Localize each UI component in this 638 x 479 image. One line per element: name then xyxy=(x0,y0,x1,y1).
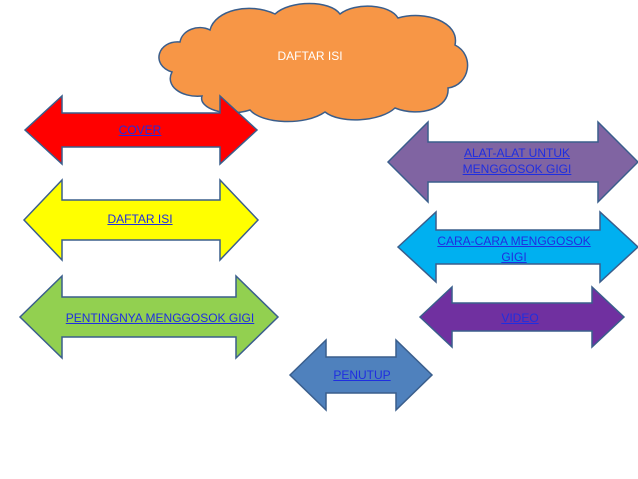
cara-arrow-shape[interactable] xyxy=(396,210,638,284)
pentingnya-arrow-shape[interactable] xyxy=(18,274,280,360)
cover-arrow-shape[interactable] xyxy=(23,94,259,166)
pentingnya-link[interactable]: PENTINGNYA MENGGOSOK GIGI xyxy=(65,311,255,325)
daftar-isi-link[interactable]: DAFTAR ISI xyxy=(107,212,173,226)
cover-link[interactable]: COVER xyxy=(118,123,162,137)
penutup-link[interactable]: PENUTUP xyxy=(333,368,391,382)
video-link[interactable]: VIDEO xyxy=(501,311,539,325)
video-arrow-shape[interactable] xyxy=(418,285,626,349)
alat-link-line1[interactable]: ALAT-ALAT UNTUK xyxy=(463,146,571,160)
alat-link-line2[interactable]: MENGGOSOK GIGI xyxy=(462,162,572,176)
alat-link[interactable]: ALAT-ALAT UNTUK MENGGOSOK GIGI xyxy=(432,145,602,177)
title-label: DAFTAR ISI xyxy=(277,49,343,63)
alat-arrow-shape[interactable] xyxy=(386,120,638,204)
title-cloud xyxy=(158,2,469,123)
cara-link-line2[interactable]: GIGI xyxy=(501,250,527,264)
cara-link-line1[interactable]: CARA-CARA MENGGOSOK xyxy=(437,234,591,248)
penutup-arrow-shape[interactable] xyxy=(288,338,434,412)
cara-link[interactable]: CARA-CARA MENGGOSOK GIGI xyxy=(424,233,604,265)
daftar-isi-arrow-shape[interactable] xyxy=(22,178,260,262)
